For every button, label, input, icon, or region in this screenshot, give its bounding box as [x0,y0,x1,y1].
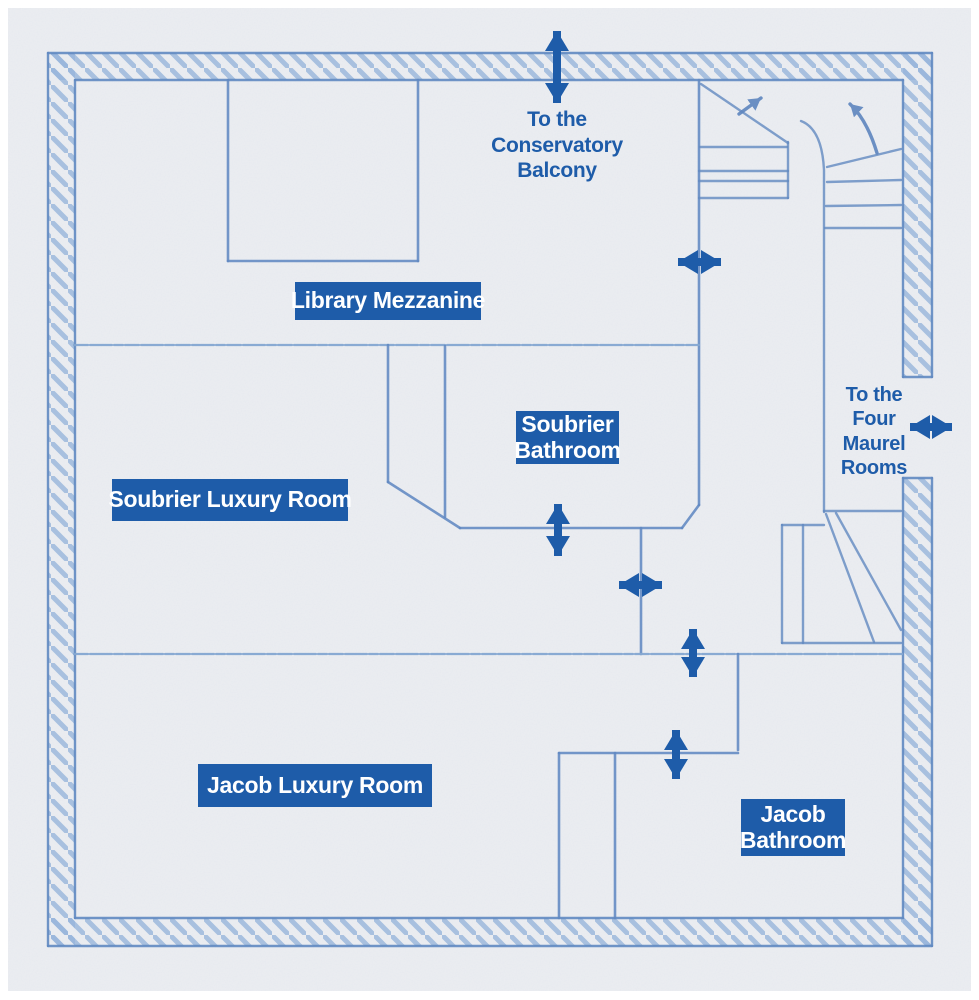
direction-text: Conservatory [491,133,623,157]
direction-text: To the [845,384,903,406]
room-label-text: Jacob [760,800,826,827]
direction-text: Four [852,408,896,431]
room-label-text: Bathroom [514,436,621,463]
room-label-text: Soubrier [521,410,614,437]
room-label-text: Jacob Luxury Room [207,771,423,798]
room-label-text: Library Mezzanine [290,287,486,314]
upper-right-staircase [799,102,903,514]
upper-left-staircase [697,82,790,200]
room-label-text: Bathroom [739,826,847,853]
room-label-library-mezzanine: Library Mezzanine [291,282,485,320]
stair-up-curved-arrow-icon [848,102,879,155]
room-label-jacob-bathroom: Jacob Bathroom [739,799,847,856]
door-arrows [545,30,952,779]
paper-background [8,8,971,991]
direction-text: Balcony [517,159,597,183]
direction-label-conservatory-balcony: To the Conservatory Balcony [452,107,662,184]
room-label-soubrier-bathroom: Soubrier Bathroom [514,410,621,464]
room-label-jacob-luxury-room: Jacob Luxury Room [198,764,432,807]
interior-walls [72,78,904,920]
room-label-text: Soubrier Luxury Room [108,486,352,513]
direction-label-four-maurel-rooms: To the Four Maurel Rooms [828,383,920,481]
room-label-soubrier-luxury-room: Soubrier Luxury Room [108,479,352,521]
direction-text: Rooms [840,457,908,480]
direction-text: To the [527,108,587,131]
direction-text: Maurel [842,432,906,455]
outer-wall-hatching [48,53,932,946]
lower-right-staircase [780,509,903,645]
outer-wall-edges [46,51,934,948]
stair-up-arrow-icon [737,96,763,116]
